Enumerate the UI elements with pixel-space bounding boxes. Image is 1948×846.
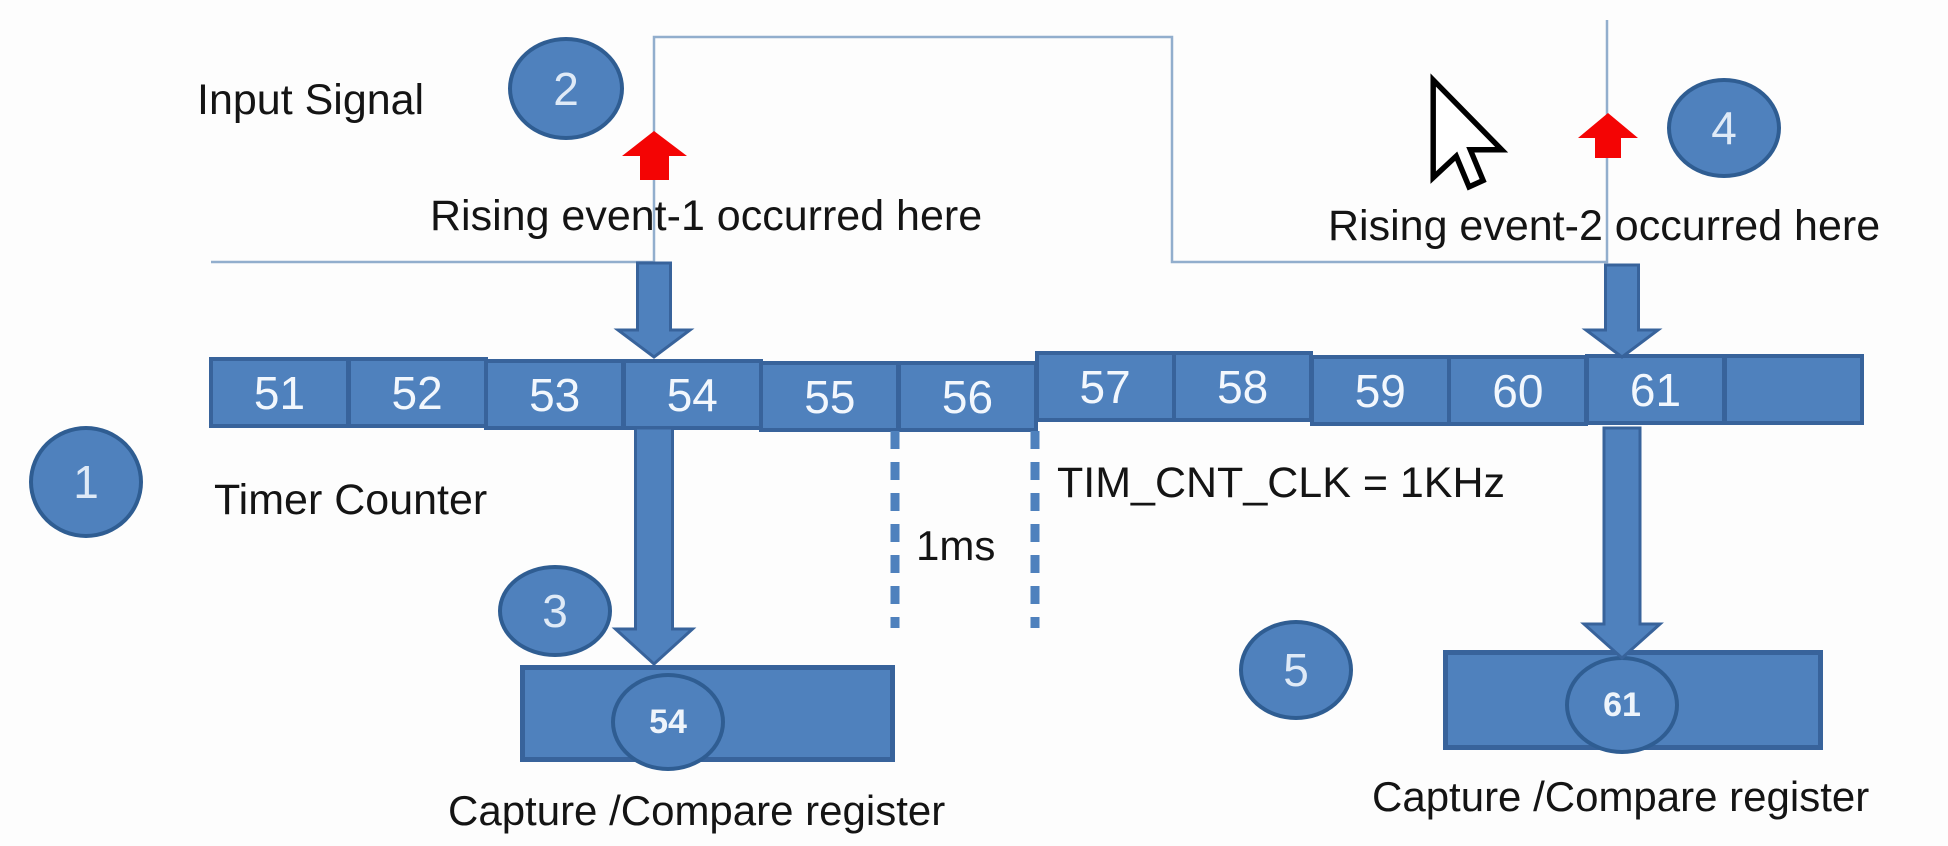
- step-marker-1: 1: [29, 426, 143, 538]
- step-marker-2: 2: [508, 37, 624, 140]
- rising-event-1-red-arrow-icon: [622, 131, 687, 180]
- rising-event-1-label: Rising event-1 occurred here: [430, 192, 983, 240]
- counter-cell-52: 52: [346, 357, 488, 428]
- counter-cell-53: 53: [484, 359, 626, 430]
- captured-value-2-circle: 61: [1565, 656, 1679, 754]
- timer-counter-label: Timer Counter: [214, 476, 488, 524]
- capture-compare-register-1-label: Capture /Compare register: [448, 787, 946, 834]
- input-signal-label: Input Signal: [197, 76, 425, 124]
- counter-cell-60: 60: [1447, 355, 1589, 426]
- step-marker-3: 3: [498, 565, 612, 657]
- rising-event-2-red-arrow-icon: [1578, 113, 1638, 158]
- counter-cell-51: 51: [209, 357, 350, 428]
- counter-cell-empty: [1722, 354, 1864, 425]
- rising-event-2-label: Rising event-2 occurred here: [1328, 202, 1881, 250]
- counter-cell-56: 56: [897, 361, 1038, 432]
- capture-compare-register-2-label: Capture /Compare register: [1372, 773, 1870, 820]
- captured-value-1-circle: 54: [611, 673, 725, 771]
- counter-cell-54: 54: [621, 359, 763, 430]
- mouse-cursor-icon: [1430, 73, 1509, 191]
- step-marker-5: 5: [1239, 620, 1353, 720]
- step-marker-4: 4: [1667, 78, 1781, 178]
- counter-cell-59: 59: [1309, 355, 1451, 426]
- capture-arrow-counter-to-register1: [611, 426, 697, 667]
- counter-cell-58: 58: [1172, 351, 1314, 422]
- clock-frequency-label: TIM_CNT_CLK = 1KHz: [1057, 459, 1506, 507]
- capture-arrow-edge1-to-counter: [613, 261, 695, 359]
- capture-arrow-counter-to-register2: [1580, 426, 1664, 661]
- counter-cell-61: 61: [1585, 354, 1726, 425]
- interval-1ms-label: 1ms: [916, 522, 996, 569]
- capture-arrow-edge2-to-counter: [1581, 263, 1663, 359]
- counter-cell-55: 55: [759, 361, 901, 432]
- counter-cell-57: 57: [1034, 351, 1176, 422]
